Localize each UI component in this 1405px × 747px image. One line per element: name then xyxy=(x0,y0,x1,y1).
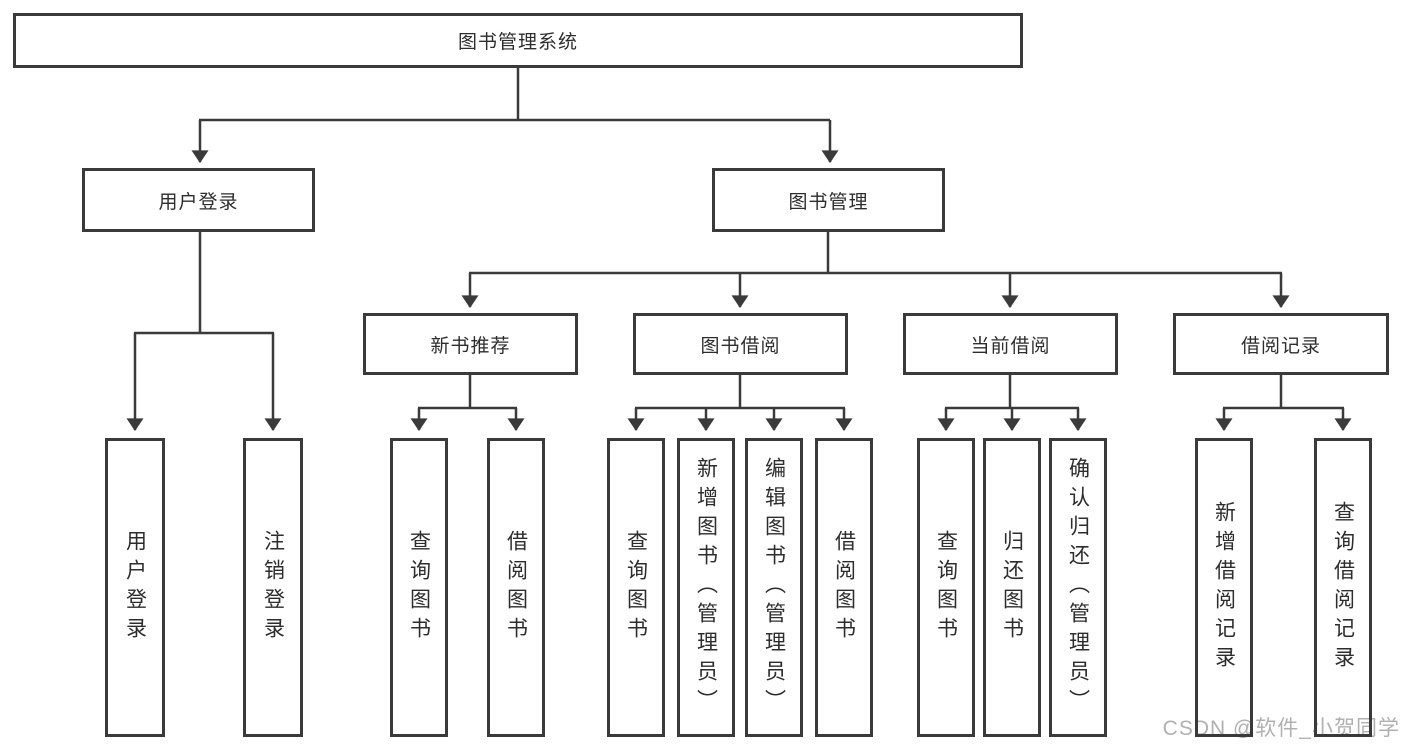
leaf-query-borrow-record: 查询借阅记录 xyxy=(1314,438,1372,737)
leaf-edit-book-admin: 编辑图书（管理员） xyxy=(745,438,803,737)
leaf-query-books-borrowing: 查询图书 xyxy=(607,438,665,737)
node-label: 查询图书 xyxy=(624,529,648,646)
node-current-borrowing: 当前借阅 xyxy=(903,313,1118,375)
node-label: 图书借阅 xyxy=(700,335,781,357)
node-label: 确认归还（管理员） xyxy=(1066,457,1090,718)
leaf-add-book-admin: 新增图书（管理员） xyxy=(677,438,735,737)
node-label: 图书管理 xyxy=(788,191,869,213)
leaf-borrow-books: 借阅图书 xyxy=(815,438,873,737)
node-label: 归还图书 xyxy=(1000,529,1024,646)
node-borrowing-records: 借阅记录 xyxy=(1173,313,1389,375)
node-label: 借阅图书 xyxy=(832,529,856,646)
node-label: 图书管理系统 xyxy=(457,32,578,53)
node-label: 查询图书 xyxy=(934,529,958,646)
leaf-return-books: 归还图书 xyxy=(983,438,1041,737)
node-label: 借阅图书 xyxy=(504,529,528,646)
leaf-borrow-books-recommendation: 借阅图书 xyxy=(487,438,545,737)
node-label: 用户登录 xyxy=(158,191,239,213)
node-new-book-recommendation: 新书推荐 xyxy=(363,313,578,375)
node-label: 当前借阅 xyxy=(970,335,1051,357)
leaf-add-borrow-record: 新增借阅记录 xyxy=(1195,438,1253,737)
leaf-user-login: 用户登录 xyxy=(105,438,165,737)
csdn-watermark: CSDN @软件_小贺同学 xyxy=(1162,717,1400,740)
leaf-logout: 注销登录 xyxy=(243,438,303,737)
node-label: 查询图书 xyxy=(407,529,431,646)
node-label: 新增借阅记录 xyxy=(1212,500,1236,675)
node-label: 查询借阅记录 xyxy=(1331,500,1355,675)
leaf-confirm-return-admin: 确认归还（管理员） xyxy=(1049,438,1107,737)
node-library-management-system: 图书管理系统 xyxy=(13,13,1023,68)
node-label: 用户登录 xyxy=(123,529,147,646)
node-label: 新书推荐 xyxy=(430,335,511,357)
node-book-borrowing: 图书借阅 xyxy=(633,313,848,375)
node-user-login: 用户登录 xyxy=(82,168,315,232)
node-label: 新增图书（管理员） xyxy=(694,457,718,718)
leaf-query-books-recommendation: 查询图书 xyxy=(390,438,448,737)
node-label: 注销登录 xyxy=(261,529,285,646)
node-label: 编辑图书（管理员） xyxy=(762,457,786,718)
node-label: 借阅记录 xyxy=(1240,335,1321,357)
leaf-query-books-current: 查询图书 xyxy=(917,438,975,737)
node-book-management: 图书管理 xyxy=(712,168,945,232)
